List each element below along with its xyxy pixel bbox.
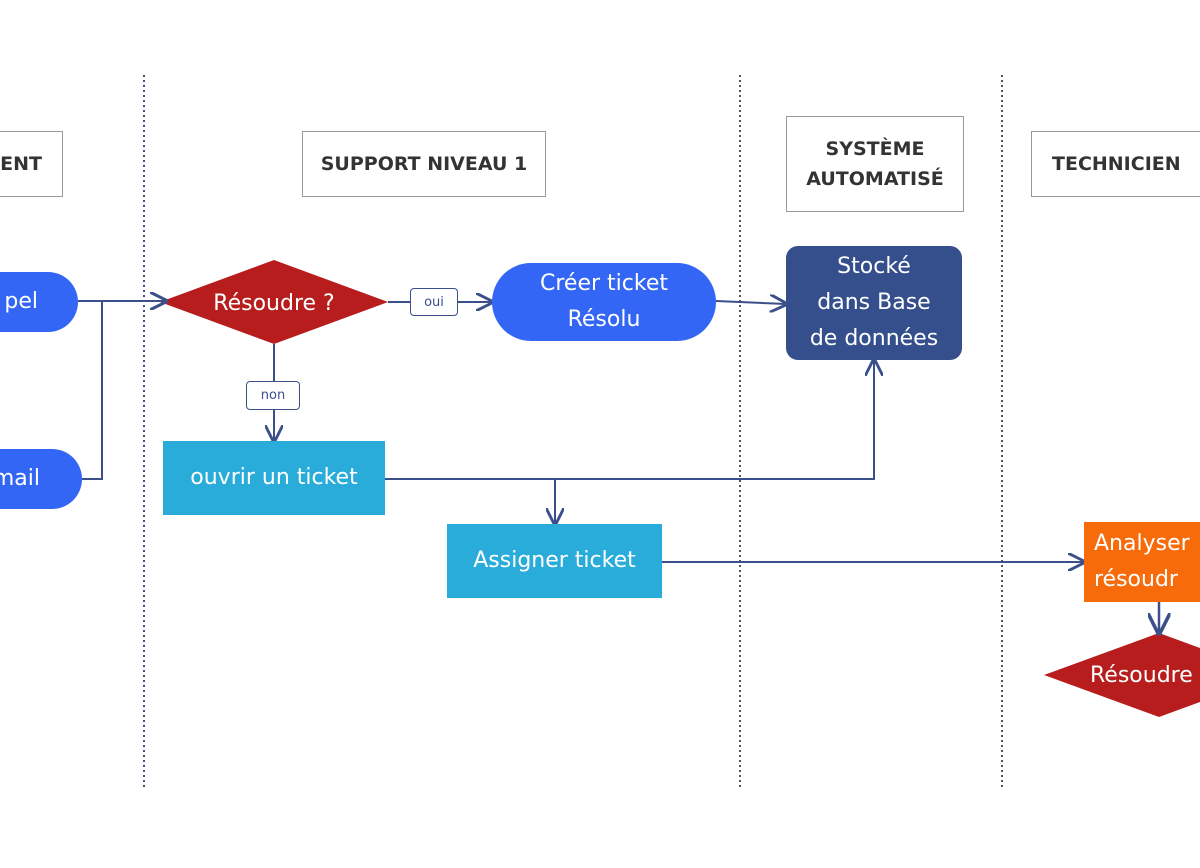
lane-header-support: SUPPORT NIVEAU 1 bbox=[302, 131, 546, 197]
edge-label-non: non bbox=[246, 381, 300, 410]
edge-ouvrir-to-stocke bbox=[385, 360, 874, 480]
decision-diamond-2 bbox=[1044, 633, 1200, 717]
edge-email-to-decision bbox=[82, 301, 166, 480]
lane-header-client: ENT bbox=[0, 131, 63, 197]
ouvrir-ticket-node: ouvrir un ticket bbox=[163, 441, 385, 515]
edge-creer-to-stocke bbox=[715, 301, 786, 304]
decision-diamond-1 bbox=[160, 260, 388, 344]
stocke-base-node: Stocké dans Base de données bbox=[786, 246, 962, 360]
edge-label-oui: oui bbox=[410, 288, 458, 316]
decision-label-1: Résoudre ? bbox=[213, 290, 335, 316]
analyser-node: Analyser résoudr bbox=[1084, 522, 1200, 602]
creer-ticket-node: Créer ticket Résolu bbox=[492, 263, 716, 341]
appel-node: pel bbox=[0, 272, 78, 332]
email-node: mail bbox=[0, 449, 82, 509]
lane-header-technicien: TECHNICIEN bbox=[1031, 131, 1200, 197]
assigner-ticket-node: Assigner ticket bbox=[447, 524, 662, 598]
lane-header-systeme: SYSTÈME AUTOMATISÉ bbox=[786, 116, 964, 212]
decision-label-2: Résoudre bbox=[1090, 662, 1193, 688]
